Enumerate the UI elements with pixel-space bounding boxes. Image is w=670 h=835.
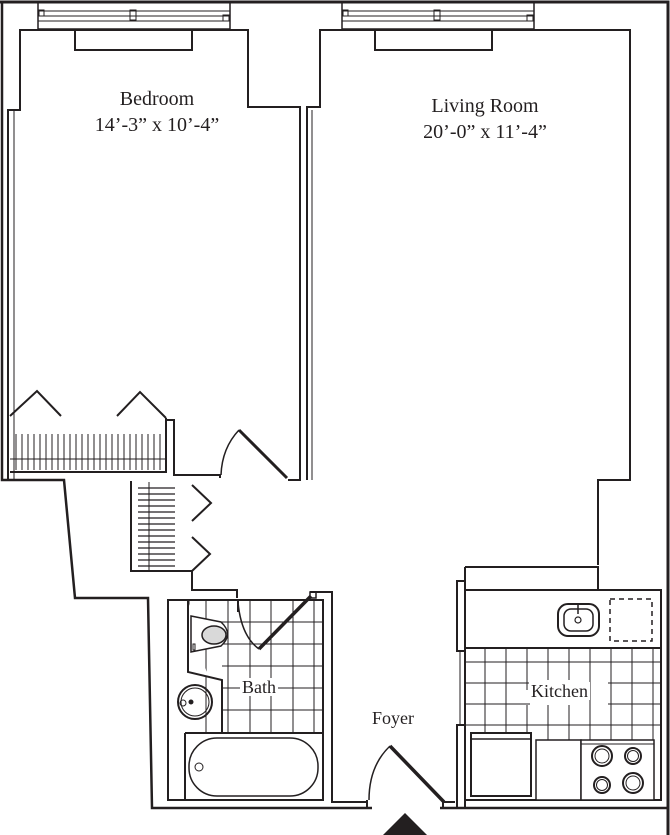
bedroom-closet-icon <box>9 389 221 478</box>
bedroom-window-icon <box>37 1 231 30</box>
bathtub-icon <box>188 737 319 797</box>
living-window-icon <box>341 1 535 30</box>
hall-closet-icon <box>130 481 238 598</box>
kitchen-tile-grid <box>465 648 661 740</box>
closet-hanger-lines <box>15 434 161 470</box>
counter-icon <box>535 739 582 801</box>
kitchen-walls <box>456 566 662 809</box>
room-dimensions: 20’-0” x 11’-4” <box>423 121 547 143</box>
room-label-living-room: Living Room 20’-0” x 11’-4” <box>395 96 575 142</box>
hall-closet-shelves <box>138 487 175 567</box>
room-name: Bedroom <box>119 88 195 110</box>
kitchen-sink-icon <box>557 603 600 637</box>
bath-door-icon <box>237 594 313 651</box>
living-radiator-icon <box>374 29 493 51</box>
bedroom-wall <box>7 29 301 481</box>
outer-wall-left <box>0 2 372 810</box>
stove-icon <box>580 739 655 801</box>
bedroom-door-icon <box>220 428 289 480</box>
room-dimensions: 14’-3” x 10’-4” <box>94 114 220 136</box>
toilet-icon <box>190 615 229 653</box>
room-label-kitchen: Kitchen <box>529 681 590 701</box>
room-label-bath: Bath <box>240 677 278 697</box>
bedroom-radiator-icon <box>74 29 193 51</box>
room-label-foyer: Foyer <box>370 708 416 728</box>
room-label-bedroom: Bedroom 14’-3” x 10’-4” <box>72 89 242 135</box>
refrigerator-icon <box>470 732 532 797</box>
entry-door-icon <box>366 744 455 808</box>
dishwasher-icon <box>609 598 653 642</box>
sink-icon <box>177 684 213 720</box>
entry-arrow-icon <box>383 813 427 835</box>
room-name: Living Room <box>431 95 539 117</box>
